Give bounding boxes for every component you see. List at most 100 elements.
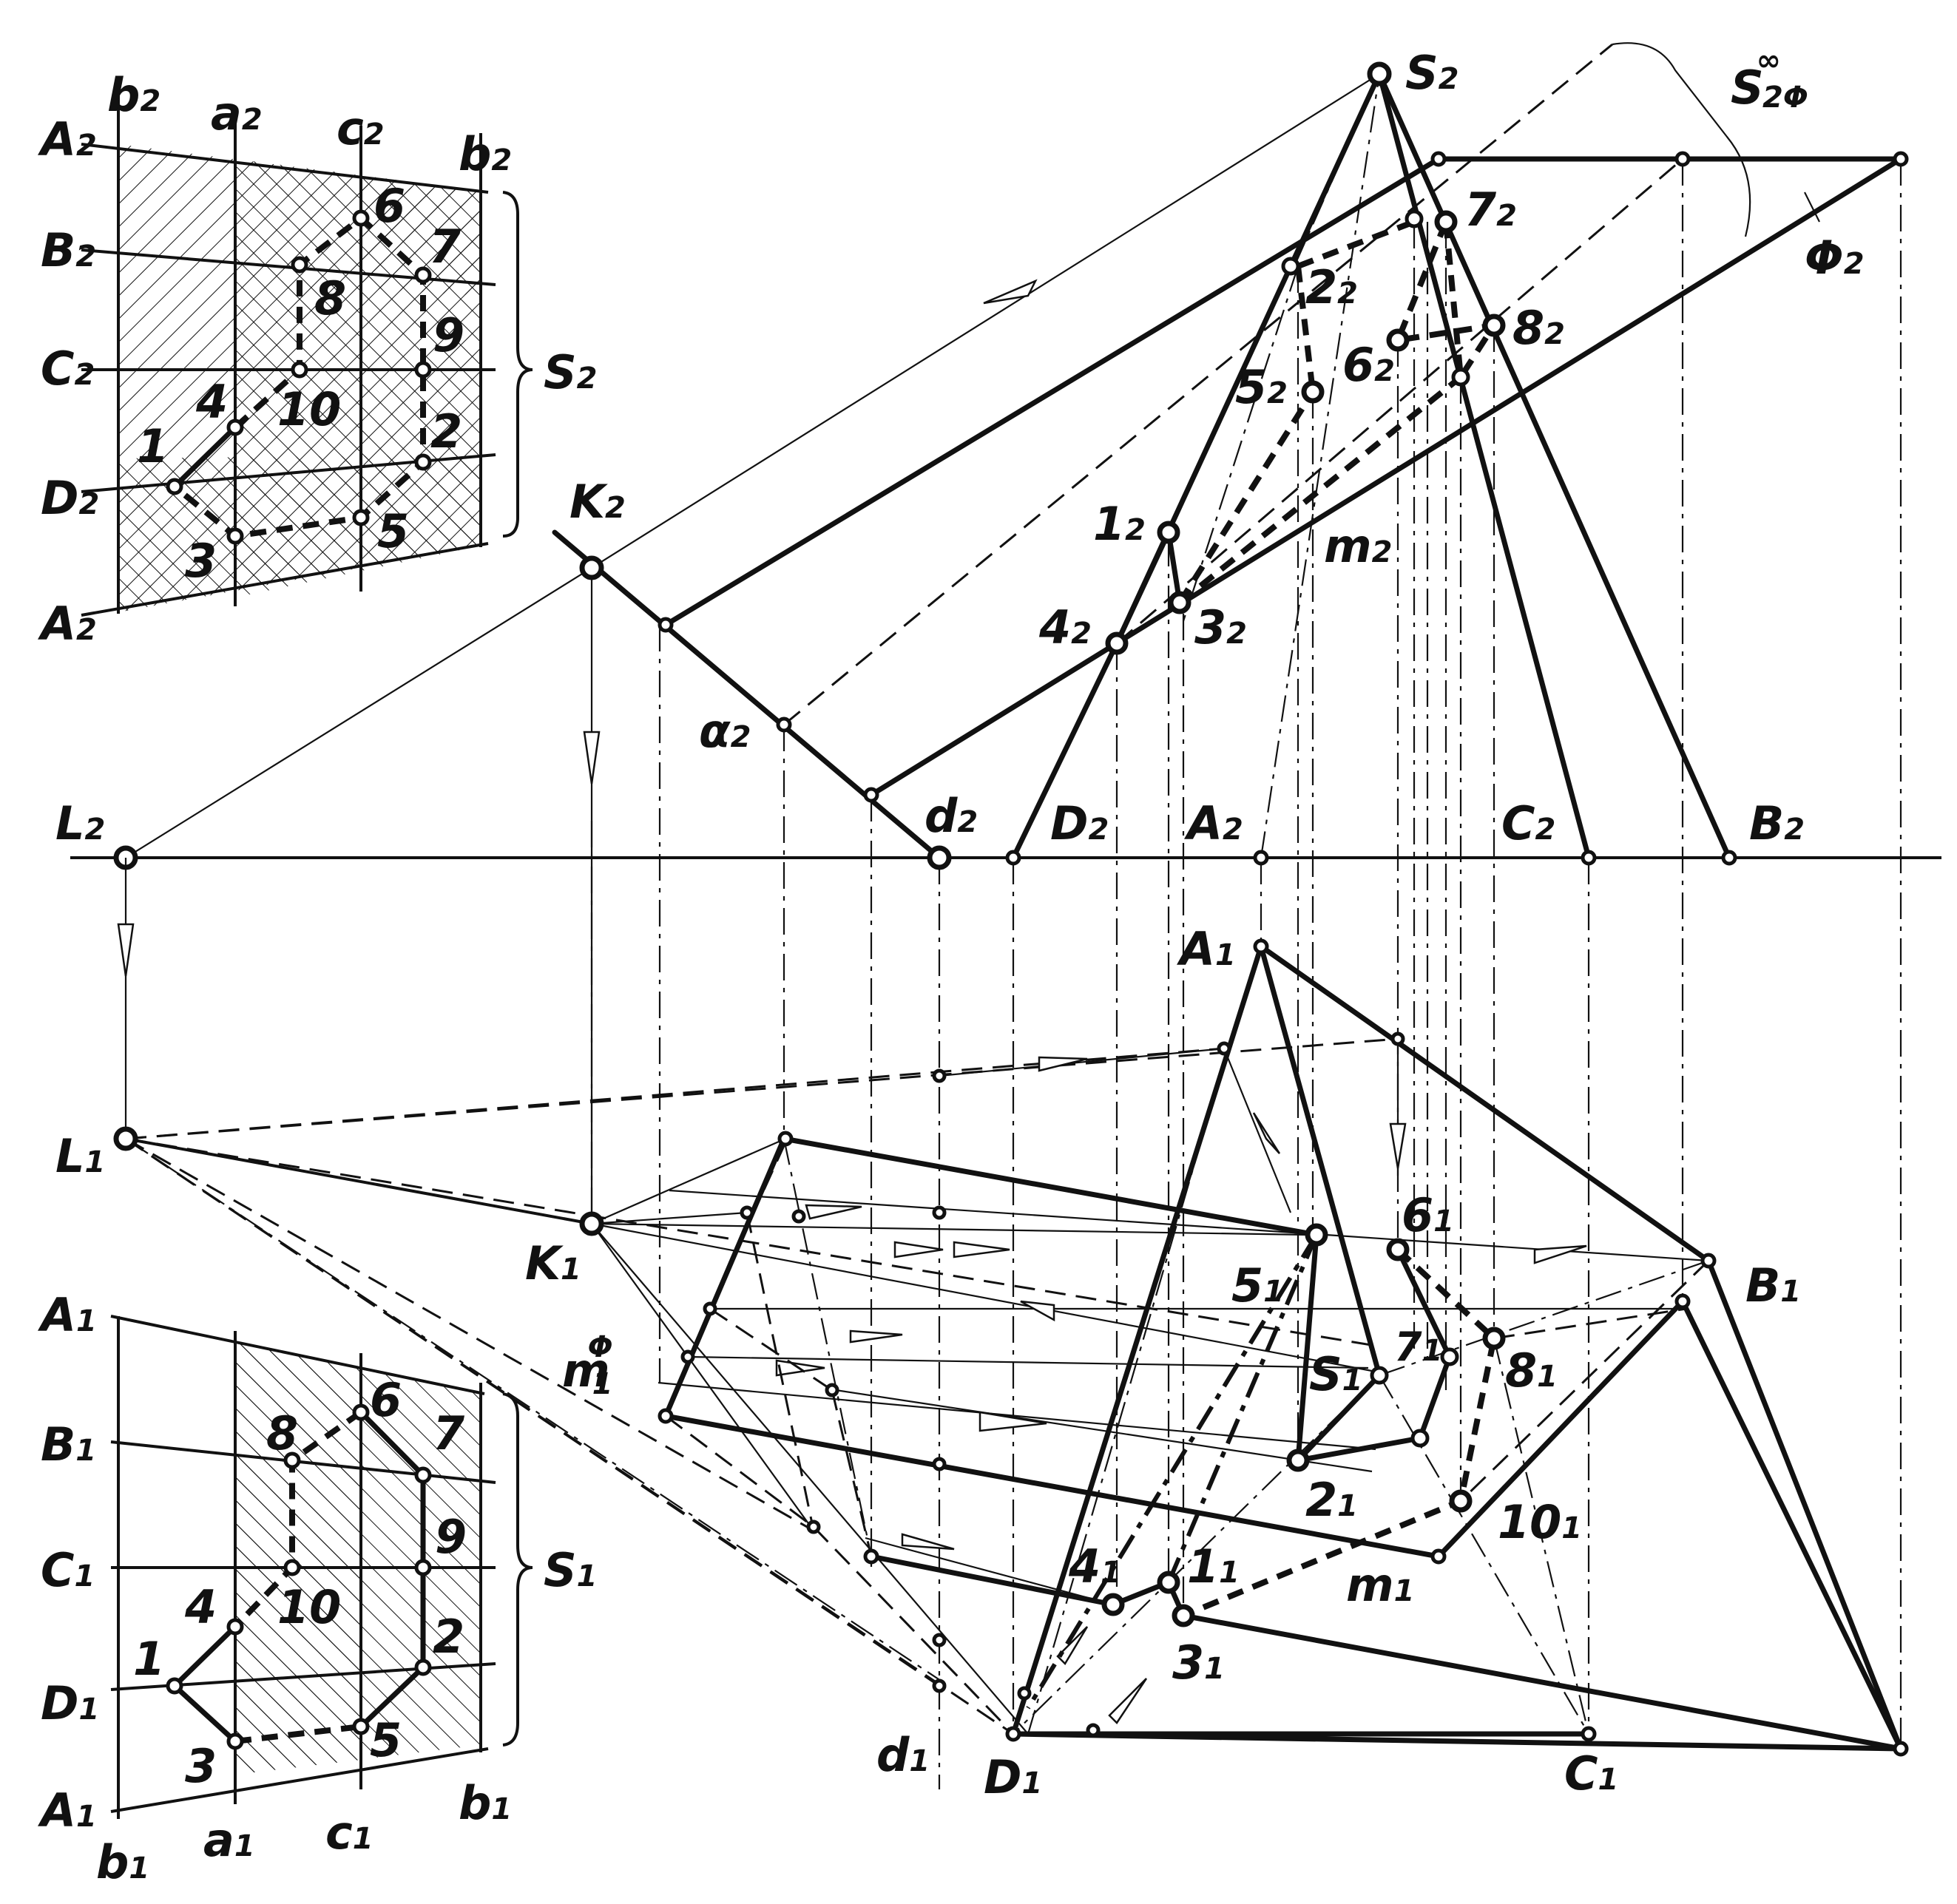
point-K2 — [579, 555, 604, 580]
svg-text:D2: D2 — [41, 471, 99, 525]
svg-text:B1: B1 — [41, 1417, 96, 1471]
svg-text:6: 6 — [370, 1373, 402, 1427]
svg-text:d1: d1 — [876, 1728, 930, 1782]
svg-text:α2: α2 — [699, 704, 751, 758]
edge-S1-B1 — [1379, 1259, 1709, 1377]
svg-text:31: 31 — [1172, 1636, 1225, 1690]
svg-text:1: 1 — [137, 419, 169, 473]
svg-text:c2: c2 — [337, 101, 385, 155]
point-1-2 — [1157, 521, 1180, 544]
top-view-points — [113, 938, 1909, 1757]
inset-top: A2 B2 C2 D2 A2 b2 a2 c2 b2 S2 1 2 3 4 5 … — [37, 68, 598, 651]
svg-text:71: 71 — [1394, 1324, 1442, 1370]
pyramid-edge-S2-B2 — [1376, 71, 1732, 861]
edge-S1-D1 — [1013, 1375, 1380, 1735]
point-S1 — [1370, 1366, 1389, 1385]
point-10-1 — [1449, 1489, 1473, 1513]
line-A1-bottom — [110, 1747, 489, 1813]
svg-text:4: 4 — [184, 1580, 217, 1634]
svg-text:B2: B2 — [1749, 796, 1805, 850]
svg-text:L1: L1 — [55, 1129, 105, 1183]
svg-text:9: 9 — [433, 308, 464, 362]
svg-text:D2: D2 — [1050, 796, 1109, 850]
svg-text:A1: A1 — [37, 1783, 97, 1837]
inset-top-crosshatch — [361, 185, 481, 296]
svg-text:B1: B1 — [1745, 1258, 1801, 1312]
line-K2-d2 — [552, 529, 942, 861]
point-6-1 — [1386, 1238, 1410, 1261]
svg-text:81: 81 — [1505, 1344, 1558, 1397]
svg-text:b2: b2 — [107, 68, 160, 122]
point-L1 — [113, 1126, 138, 1151]
svg-text:2: 2 — [433, 1610, 464, 1664]
svg-text:c1: c1 — [325, 1806, 374, 1860]
svg-text:72: 72 — [1464, 183, 1517, 237]
line-A2-bottom — [81, 542, 489, 617]
line-A2 — [81, 143, 489, 194]
arrow-L-down — [117, 923, 135, 977]
rays-from-K1 — [591, 1137, 1376, 1735]
svg-text:S1: S1 — [1309, 1347, 1363, 1401]
svg-text:a1: a1 — [203, 1813, 255, 1867]
svg-text:C2: C2 — [41, 342, 95, 396]
section-front-3-5 — [1177, 390, 1316, 605]
svg-text:C2: C2 — [1501, 796, 1555, 850]
svg-text:4: 4 — [195, 375, 228, 429]
brace-s1 — [502, 1392, 533, 1747]
section-front-3-10 — [1177, 374, 1463, 606]
brace-s2 — [502, 191, 533, 538]
svg-text:m2: m2 — [1324, 519, 1392, 573]
arrow-markers-top — [775, 1056, 1587, 1724]
ray-K2-S2 — [591, 73, 1380, 569]
svg-text:9: 9 — [435, 1510, 467, 1564]
dash-alpha — [783, 43, 1613, 726]
front-view-labels: S2 S∞2Φ Φ2 K2 L2 α2 d2 D2 A2 C2 B2 12 22… — [55, 44, 1865, 850]
svg-text:A1: A1 — [1176, 922, 1236, 976]
svg-text:42: 42 — [1038, 600, 1092, 654]
svg-text:C1: C1 — [1564, 1747, 1618, 1800]
svg-text:7: 7 — [429, 220, 462, 274]
svg-text:22: 22 — [1305, 260, 1358, 314]
svg-text:b1: b1 — [459, 1776, 512, 1830]
ray-L2-K2 — [125, 567, 592, 858]
svg-text:7: 7 — [433, 1406, 465, 1460]
point-2-1 — [1286, 1449, 1310, 1472]
inset-top-crosshatch-bottom — [118, 455, 481, 612]
svg-text:5: 5 — [370, 1713, 402, 1767]
point-3-2 — [1168, 591, 1192, 614]
svg-text:61: 61 — [1402, 1188, 1454, 1242]
inset-top-edge-1-4 — [172, 424, 238, 489]
inset-top-labels: A2 B2 C2 D2 A2 b2 a2 c2 b2 S2 1 2 3 4 5 … — [37, 68, 598, 651]
svg-text:S∞2Φ: S∞2Φ — [1731, 44, 1808, 115]
plane-phi-upper — [663, 156, 1441, 628]
svg-text:11: 11 — [1187, 1539, 1240, 1593]
shadow-edge-top — [781, 1136, 1319, 1238]
section-front-1-3 — [1166, 529, 1183, 606]
front-view: S2 S∞2Φ Φ2 K2 L2 α2 d2 D2 A2 C2 B2 12 22… — [55, 42, 1909, 1789]
point-5-1 — [1305, 1223, 1328, 1247]
svg-text:51: 51 — [1231, 1258, 1284, 1312]
svg-text:b2: b2 — [459, 127, 512, 181]
line-L1-K1 — [125, 1137, 592, 1225]
svg-text:8: 8 — [266, 1406, 298, 1460]
inset-bottom-labels: A1 B1 C1 D1 A1 b1 a1 c1 b1 S1 1 2 3 4 5 … — [37, 1288, 598, 1889]
point-3-1 — [1172, 1604, 1195, 1627]
plane-phi-lower — [868, 156, 1904, 798]
svg-text:3: 3 — [185, 534, 217, 588]
svg-text:3: 3 — [185, 1739, 217, 1793]
arrow-ray — [983, 279, 1038, 305]
point-C1 — [1581, 1726, 1597, 1742]
top-view: L1 K1 A1 B1 C1 D1 d1 S1 m1 mΦ1 11 21 31 … — [55, 858, 1909, 1804]
point-8-1 — [1482, 1327, 1506, 1350]
svg-text:d2: d2 — [925, 789, 978, 843]
point-8-2 — [1482, 314, 1506, 337]
svg-text:A1: A1 — [37, 1288, 97, 1342]
point-A1 — [1253, 938, 1269, 955]
point-K1 — [579, 1211, 604, 1236]
pyramid-edge-S2-A2 — [1260, 73, 1381, 858]
edge-B1-extra — [1680, 1298, 1904, 1752]
svg-text:B2: B2 — [41, 223, 96, 277]
front-view-points — [113, 61, 1909, 870]
